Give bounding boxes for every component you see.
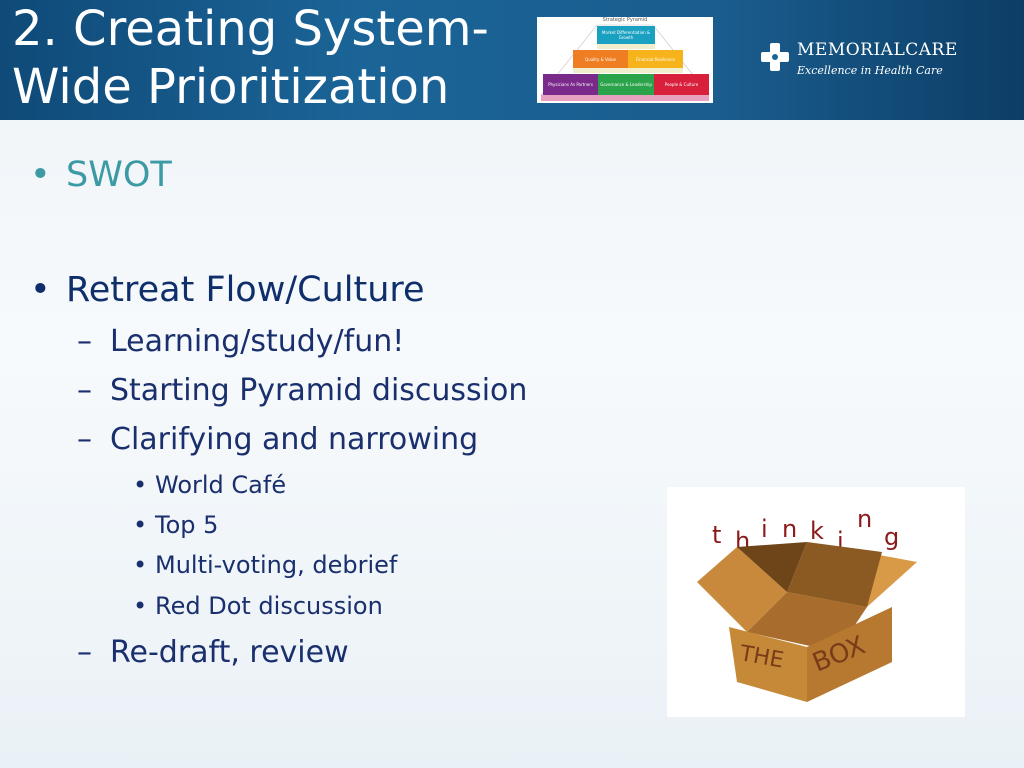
dash-mark: – <box>77 324 92 359</box>
subsub-text: Red Dot discussion <box>155 592 383 620</box>
pyramid-bottom-right: People & Culture <box>654 74 709 95</box>
bullet-swot: • SWOT <box>30 155 172 195</box>
subsub-red-dot: •Red Dot discussion <box>133 592 383 620</box>
letter: n <box>782 515 800 543</box>
cross-icon <box>761 43 789 71</box>
bullet-mark: • <box>133 471 148 499</box>
bullet-text: SWOT <box>66 155 172 195</box>
strategic-pyramid-image: Strategic Pyramid Market Differentiation… <box>537 17 713 103</box>
subbullet-pyramid: –Starting Pyramid discussion <box>77 373 527 408</box>
dash-mark: – <box>77 373 92 408</box>
bullet-mark: • <box>133 551 148 579</box>
subbullet-redraft: –Re-draft, review <box>77 635 349 670</box>
letter: n <box>857 505 875 533</box>
subsub-text: Multi-voting, debrief <box>155 551 398 579</box>
letter: k <box>810 517 826 545</box>
thinking-word: t h i n k i n g <box>667 501 965 555</box>
pyramid-frame <box>540 24 710 101</box>
bullet-mark: • <box>133 592 148 620</box>
bullet-retreat-flow: • Retreat Flow/Culture <box>30 270 425 310</box>
pyramid-bottom-left: Physicians As Partners <box>543 74 598 95</box>
subbullet-text: Learning/study/fun! <box>110 324 405 359</box>
open-box-icon: THE BOX <box>697 542 917 702</box>
pyramid-middle-left: Quality & Value <box>573 50 628 68</box>
pyramid-title: Strategic Pyramid <box>602 17 648 23</box>
subbullet-text: Re-draft, review <box>110 635 349 670</box>
dash-mark: – <box>77 635 92 670</box>
subsub-top5: •Top 5 <box>133 511 218 539</box>
pyramid-top: Market Differentiation & Growth <box>597 26 655 44</box>
letter: i <box>761 515 770 543</box>
pyramid-band-2 <box>573 68 683 73</box>
subbullet-learning: –Learning/study/fun! <box>77 324 404 359</box>
logo-tagline: Excellence in Health Care <box>797 64 943 77</box>
bullet-text: Retreat Flow/Culture <box>66 270 425 310</box>
letter: i <box>837 527 846 555</box>
subsub-multivoting: •Multi-voting, debrief <box>133 551 397 579</box>
dash-mark: – <box>77 422 92 457</box>
bullet-mark: • <box>30 155 51 195</box>
pyramid-bottom-middle: Governance & Leadership <box>598 74 654 95</box>
slide-title: 2. Creating System-Wide Prioritization <box>12 1 489 115</box>
letter: g <box>884 523 902 551</box>
slide-header: 2. Creating System-Wide Prioritization S… <box>0 0 1024 120</box>
letter: t <box>712 521 724 549</box>
subsub-text: Top 5 <box>155 511 219 539</box>
subsub-world-cafe: •World Café <box>133 471 286 499</box>
subsub-text: World Café <box>155 471 287 499</box>
thinking-outside-box-image: t h i n k i n g THE BOX <box>667 487 965 717</box>
subbullet-text: Clarifying and narrowing <box>110 422 479 457</box>
bullet-mark: • <box>30 270 51 310</box>
pyramid-middle-right: Financial Resilience <box>628 50 683 68</box>
bullet-mark: • <box>133 511 148 539</box>
logo-name: MEMORIALCARE <box>797 40 958 60</box>
subbullet-clarifying: –Clarifying and narrowing <box>77 422 478 457</box>
pyramid-band-1 <box>597 44 655 49</box>
subbullet-text: Starting Pyramid discussion <box>110 373 528 408</box>
